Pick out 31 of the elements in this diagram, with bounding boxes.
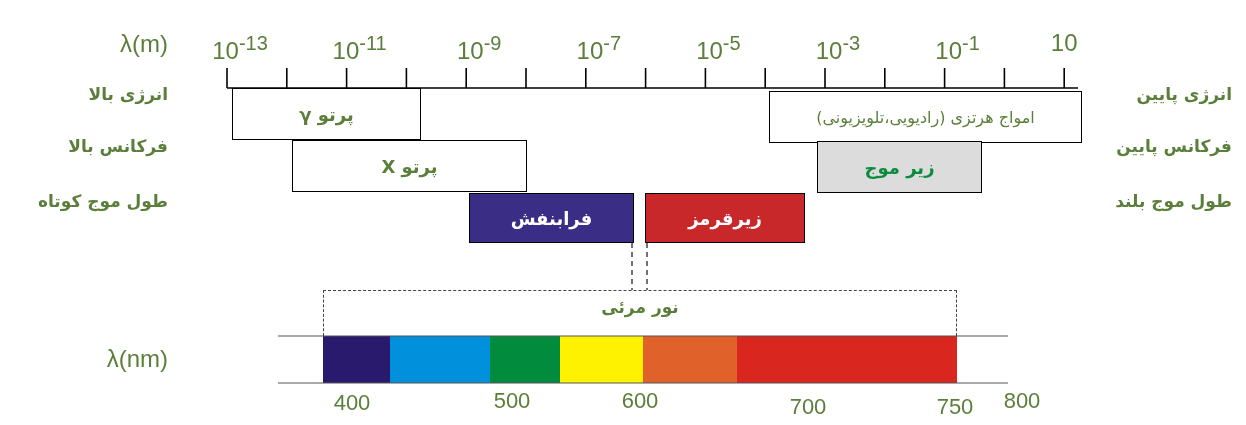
band-box: زیر موج xyxy=(817,141,982,193)
tick-label: 400 xyxy=(332,389,372,417)
band-box: پرتو γ xyxy=(232,88,421,140)
side-label: طول موج کوتاه xyxy=(36,190,168,214)
band-box: پرتو X xyxy=(292,140,527,192)
connector-line xyxy=(646,242,648,291)
tick-label: 10 xyxy=(1049,28,1079,58)
tick-label: 700 xyxy=(788,393,828,421)
connector-line xyxy=(631,242,633,291)
tick-label: 10$^{-11}$ xyxy=(331,31,388,60)
side-label: فرکانس بالا xyxy=(67,135,168,159)
side-label: انرژی پایین xyxy=(1135,83,1232,107)
tick-label: 10$^{-7}$ xyxy=(575,31,623,60)
side-label: طول موج بلند xyxy=(1114,190,1232,214)
tick-label: 750 xyxy=(935,393,975,421)
unit-label: λ(nm) xyxy=(105,344,168,374)
tick-label: 10$^{-5}$ xyxy=(695,31,742,60)
tick-label: 600 xyxy=(620,387,660,415)
tick-label: 10$^{-3}$ xyxy=(814,31,862,60)
tick-label: 10$^{-1}$ xyxy=(934,31,981,60)
side-label: فرکانس پایین xyxy=(1115,135,1232,159)
side-label: انرژی بالا xyxy=(87,83,168,107)
band-box: زیرقرمز xyxy=(645,193,805,243)
band-box: امواج هرتزی (رادیویی،تلویزیونی) xyxy=(769,91,1082,143)
tick-label: 10$^{-13}$ xyxy=(211,31,269,60)
tick-label: 800 xyxy=(1002,387,1042,415)
tick-label: 500 xyxy=(492,387,532,415)
unit-label: λ(m) xyxy=(119,29,168,59)
bracket: نور مرئی xyxy=(323,290,957,336)
band-box: فرابنفش xyxy=(469,193,634,243)
tick-label: 10$^{-9}$ xyxy=(455,31,503,60)
